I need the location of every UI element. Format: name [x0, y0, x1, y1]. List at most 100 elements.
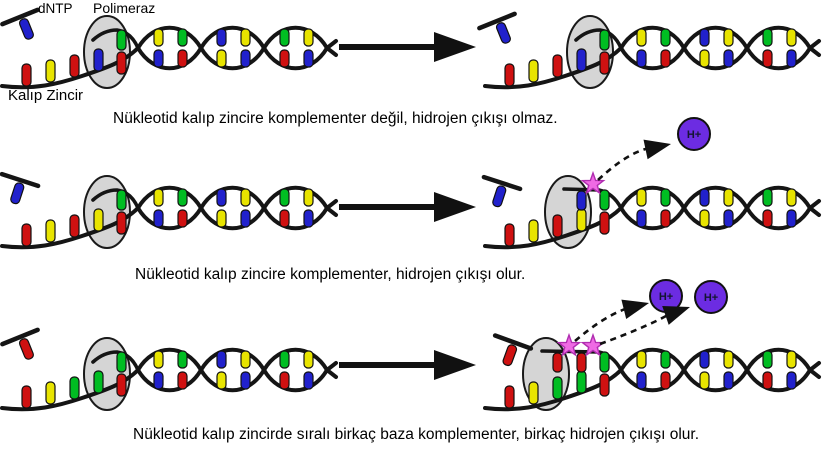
helix-base-top — [303, 28, 314, 47]
helix-strand-top — [262, 347, 329, 372]
template-base — [21, 223, 32, 247]
helix-base-top — [303, 188, 314, 207]
helix-base-top — [177, 28, 188, 47]
helix-base-bottom — [279, 49, 290, 68]
helix-base-bottom — [786, 209, 797, 228]
row-2-left-dna — [0, 171, 338, 250]
helix-strand-top — [682, 185, 749, 210]
helix-end-stub — [808, 39, 821, 57]
helix-base-bottom — [699, 49, 710, 68]
caption-row-2: Nükleotid kalıp zincire komplementer, hi… — [135, 266, 526, 283]
new-strand-path — [574, 28, 623, 50]
helix-strand-top — [262, 25, 329, 50]
dntp-base — [492, 185, 507, 208]
helix-base-top — [786, 28, 797, 47]
template-base — [45, 59, 56, 83]
helix-strand-bottom — [682, 46, 749, 71]
helix-base-top — [636, 350, 647, 369]
helix-base-top — [660, 350, 671, 369]
helix-base-top — [153, 188, 164, 207]
edge-pair-top-base — [116, 189, 127, 211]
helix-base-top — [153, 350, 164, 369]
helix-strand-bottom — [745, 46, 812, 71]
helix-base-bottom — [723, 371, 734, 390]
template-base — [21, 385, 32, 409]
helix-strand-top — [745, 347, 812, 372]
helix-base-top — [177, 350, 188, 369]
helix-base-top — [660, 188, 671, 207]
helix-base-bottom — [177, 49, 188, 68]
helix-base-bottom — [240, 49, 251, 68]
helix-base-bottom — [762, 209, 773, 228]
edge-pair-top-base — [599, 189, 610, 211]
helix-base-top — [216, 188, 227, 207]
helix-end-stub — [325, 199, 338, 217]
template-base — [504, 385, 515, 409]
hydrogen-release-path — [574, 306, 629, 342]
hydrogen-ion — [694, 280, 728, 314]
helix-strand-top — [619, 25, 686, 50]
dntp-icon — [0, 327, 40, 360]
dntp-icon — [481, 174, 523, 208]
helix-base-bottom — [303, 209, 314, 228]
dntp-base — [502, 344, 518, 367]
hydrogen-ion-label: H+ — [659, 291, 673, 303]
template-base — [93, 48, 104, 72]
edge-pair-top-base — [599, 351, 610, 373]
helix-base-top — [279, 188, 290, 207]
template-base — [21, 63, 32, 87]
helix-base-top — [303, 350, 314, 369]
row-3-left-dna — [0, 327, 338, 412]
bond-flash-icon — [580, 170, 606, 195]
dntp-handle — [477, 11, 517, 31]
helix-base-bottom — [699, 209, 710, 228]
dntp-icon — [492, 333, 534, 367]
helix-strand-top — [619, 347, 686, 372]
helix-base-bottom — [660, 371, 671, 390]
helix-base-top — [786, 350, 797, 369]
helix-base-bottom — [786, 371, 797, 390]
helix-base-bottom — [723, 209, 734, 228]
helix-base-top — [216, 350, 227, 369]
caption-row-1: Nükleotid kalıp zincire komplementer değ… — [113, 110, 558, 127]
helix-base-bottom — [303, 371, 314, 390]
helix-base-bottom — [240, 371, 251, 390]
dntp-handle — [492, 333, 534, 351]
template-base — [552, 54, 563, 78]
added-nucleotide — [552, 352, 563, 373]
hydrogen-release-arrowhead — [643, 139, 671, 160]
template-base — [45, 219, 56, 243]
helix-base-bottom — [216, 49, 227, 68]
helix-base-top — [153, 28, 164, 47]
template-base — [93, 208, 104, 232]
hydrogen-release-path — [599, 313, 669, 346]
edge-pair-bottom-base — [116, 211, 127, 235]
helix-base-bottom — [279, 371, 290, 390]
helix-strand-bottom — [619, 206, 686, 231]
helix-base-top — [723, 28, 734, 47]
template-base — [69, 214, 80, 238]
helix-base-bottom — [216, 371, 227, 390]
edge-pair-top-base — [599, 29, 610, 51]
helix-strand-bottom — [199, 206, 266, 231]
helix-base-top — [762, 28, 773, 47]
helix-strand-bottom — [745, 368, 812, 393]
helix-strand-top — [136, 25, 203, 50]
row-2-right-dna: H+ — [481, 117, 821, 250]
helix-base-bottom — [636, 371, 647, 390]
helix-base-bottom — [660, 49, 671, 68]
template-base — [552, 376, 563, 400]
dntp-base — [495, 22, 511, 44]
helix-strand-top — [745, 25, 812, 50]
dntp-base — [10, 182, 25, 205]
helix-strand-bottom — [619, 368, 686, 393]
helix-base-bottom — [786, 49, 797, 68]
reaction-arrow — [339, 350, 476, 380]
helix-strand-top — [199, 185, 266, 210]
helix-base-top — [699, 350, 710, 369]
helix-base-top — [786, 188, 797, 207]
helix-base-top — [762, 350, 773, 369]
helix-strand-bottom — [199, 46, 266, 71]
helix-strand-top — [199, 25, 266, 50]
helix-strand-bottom — [136, 46, 203, 71]
